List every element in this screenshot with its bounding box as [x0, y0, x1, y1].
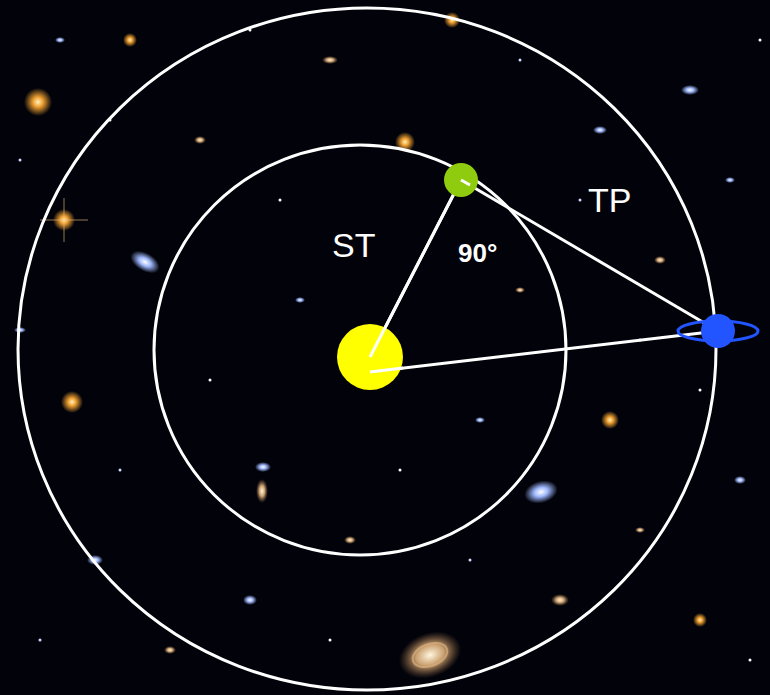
- inner-planet: [444, 163, 478, 197]
- outer-orbit: [18, 8, 716, 690]
- line-over-inner-planet: [461, 180, 470, 185]
- outer-planet: [701, 314, 735, 348]
- star-to-outer-planet-line: [370, 331, 718, 372]
- radius-line-over-sun: [370, 180, 461, 357]
- region-label: ST: [332, 228, 375, 262]
- radius-line-over-sun: [370, 368, 403, 372]
- inner-to-outer-planet-line: [461, 180, 718, 331]
- angle-label: 90°: [458, 240, 497, 266]
- region-label: TP: [588, 183, 631, 217]
- galaxy-field: [14, 12, 762, 687]
- star-to-inner-planet-line: [370, 180, 461, 357]
